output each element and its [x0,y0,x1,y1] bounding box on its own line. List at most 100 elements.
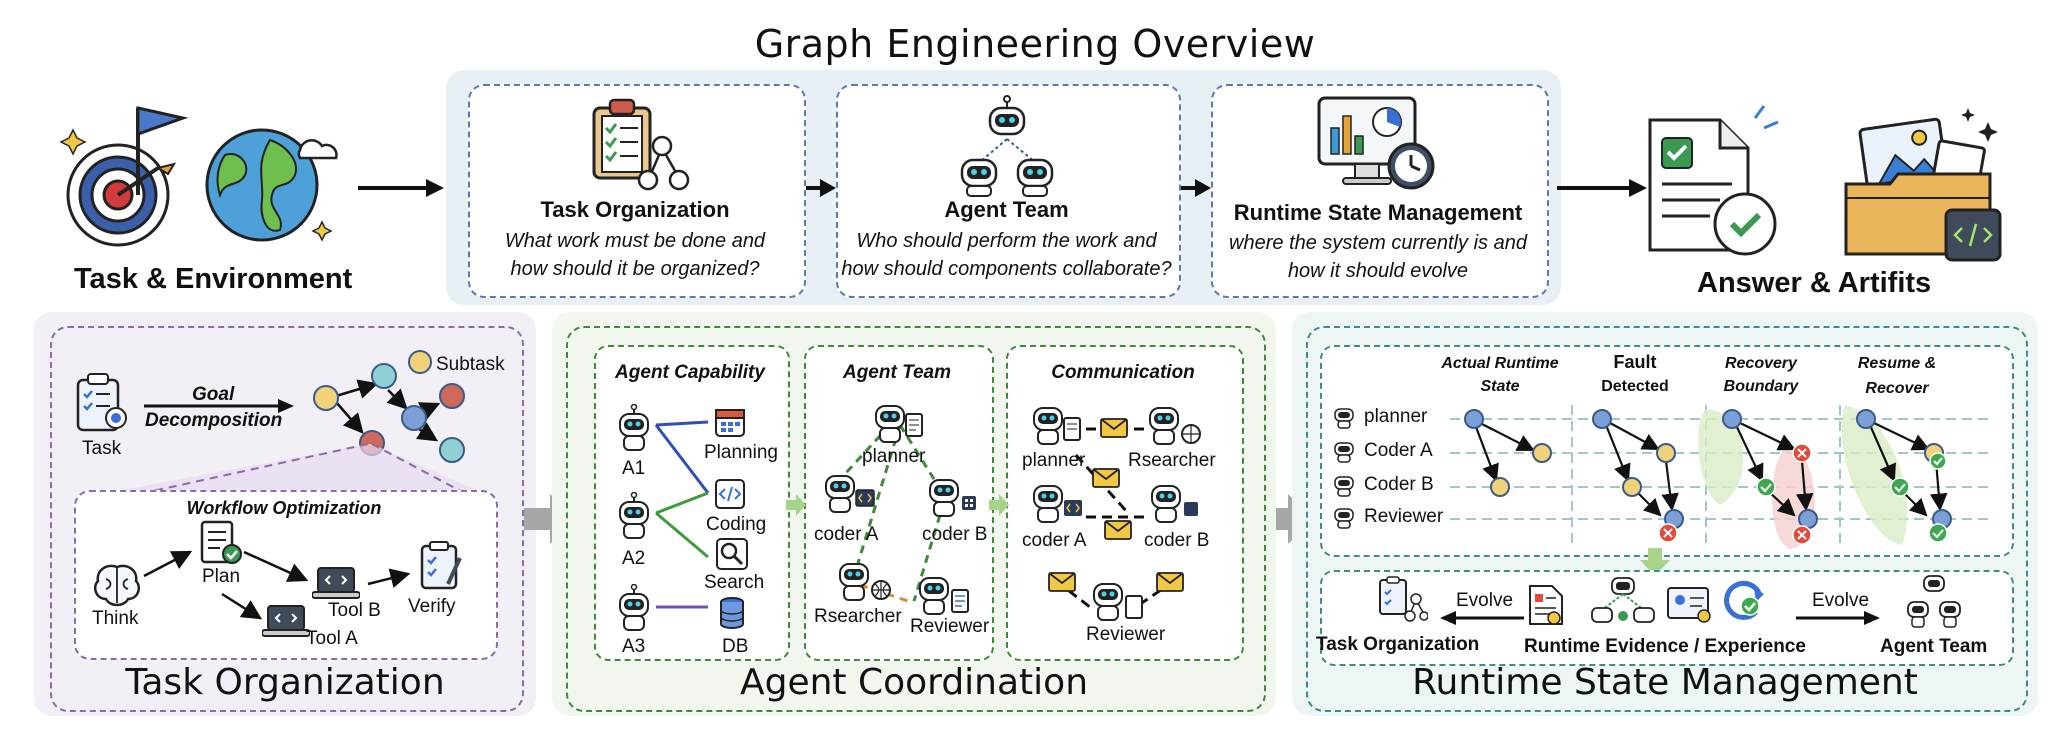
researcher-robot-icon [1149,407,1201,445]
arrow-right-icon [1796,611,1880,625]
evolve-agent-team-label: Agent Team [1880,636,1988,657]
code-window-icon [715,479,745,509]
envelope-icon [1100,418,1128,438]
robot-team-icon [960,95,1054,197]
robot-icon [1334,508,1354,529]
role-coder-b-label: Coder B [1364,474,1434,495]
database-icon [720,597,744,629]
target-flag-icon [59,106,188,247]
skill-db-label: DB [722,636,749,657]
envelope-icon [1156,572,1184,592]
subtask-graph [313,350,465,463]
comm-reviewer-label: Reviewer [1086,624,1166,645]
goal-label: Goal [192,384,235,405]
panel-agent-title: Agent Coordination [739,662,1089,703]
runtime-col-3-line1: Recovery [1724,355,1798,372]
runtime-state-grid [1450,405,1990,549]
communication-title: Communication [1051,362,1195,383]
overview-question-task-2: how should it be organized? [510,258,760,280]
brain-icon [94,564,140,607]
capability-title: Agent Capability [615,362,765,383]
reviewer-robot-icon [919,577,969,615]
evolve-left-label: Evolve [1456,590,1514,611]
decomposition-label: Decomposition [145,410,283,431]
comm-planner-label: planner [1022,450,1086,471]
evolve-right-label: Evolve [1812,590,1870,611]
robot-icon [1334,408,1354,429]
globe-icon [205,128,338,242]
team-reviewer-label: Reviewer [910,616,990,637]
role-planner-label: planner [1364,406,1428,427]
reviewer-robot-icon [1093,583,1143,621]
role-reviewer-label: Reviewer [1364,506,1444,527]
arrow-right-icon [358,179,444,197]
runtime-col-1-line1: Actual Runtime [1441,355,1559,372]
evolve-task-organization-label: Task Organization [1316,634,1480,655]
robot-icon [1334,442,1354,463]
runtime-col-4-line1: Resume & [1857,355,1937,372]
skill-search-label: Search [704,572,765,593]
page-title: Graph Engineering Overview [754,22,1316,66]
coder-b-robot-icon [929,479,976,517]
task-label: Task [82,438,122,459]
green-arrow-icon [989,494,1009,516]
team-title: Agent Team [842,362,952,383]
arrow-left-icon [1440,611,1524,625]
overview-question-agent-1: Who should perform the work and [856,230,1157,252]
subtask-label: Subtask [436,354,505,375]
evidence-document-icon [1529,585,1563,625]
agent-a1-label: A1 [622,458,646,479]
workflow-arrows [143,550,411,620]
skill-coding-label: Coding [706,514,767,535]
coder-a-robot-icon [825,475,875,513]
document-check-icon [1648,105,1779,256]
verify-label: Verify [408,596,456,617]
team-coder-a-label: coder A [814,524,879,545]
panel-task-organization-border [50,326,524,712]
tool-b-label: Tool B [328,600,381,621]
verify-clipboard-icon [420,541,462,590]
planner-robot-icon [1033,407,1081,445]
team-planner-label: planner [862,446,926,467]
runtime-col-3-line2: Boundary [1723,378,1799,395]
clipboard-tree-icon [592,98,690,191]
arrow-right-icon [1557,179,1647,197]
runtime-col-1-line2: State [1480,378,1520,395]
role-coder-a-label: Coder A [1364,440,1433,461]
evolve-center-label: Runtime Evidence / Experience [1524,636,1806,657]
envelope-icon [1104,520,1132,540]
task-tree-icon [1379,576,1428,622]
team-coder-b-label: coder B [922,524,988,545]
tool-a-laptop-icon [262,605,310,637]
overview-title-task: Task Organization [540,197,730,222]
researcher-robot-icon [839,563,891,601]
skill-planning-label: Planning [704,442,778,463]
calendar-icon [715,409,745,437]
comm-coder-a-label: coder A [1022,530,1087,551]
agent-a3-label: A3 [622,636,646,657]
arrow-right-icon [802,179,836,197]
refresh-check-icon [1724,580,1764,620]
search-icon [716,538,748,570]
comm-researcher-label: Rsearcher [1128,450,1216,471]
runtime-col-2-line2: Detected [1601,378,1669,395]
evolve-box [1320,570,2014,666]
plan-label: Plan [202,566,241,587]
workflow-title: Workflow Optimization [186,498,382,518]
green-down-arrow-icon [1640,548,1670,576]
arrow-right-icon [1177,179,1211,197]
answer-artifacts-label: Answer & Artifits [1697,267,1932,299]
robot-icon [619,404,649,451]
robot-icon [1334,476,1354,497]
agent-team-robots-icon [1907,575,1961,628]
capability-links [654,420,710,609]
panel-runtime-title: Runtime State Management [1412,662,1918,703]
tool-a-label: Tool A [306,628,358,649]
overview-title-runtime: Runtime State Management [1233,200,1523,225]
robot-icon [619,584,649,631]
task-clipboard-icon [76,373,127,432]
runtime-col-4-line2: Recover [1865,380,1929,397]
coder-a-robot-icon [1033,485,1082,523]
think-label: Think [92,608,139,629]
robot-network-icon [1591,577,1655,623]
